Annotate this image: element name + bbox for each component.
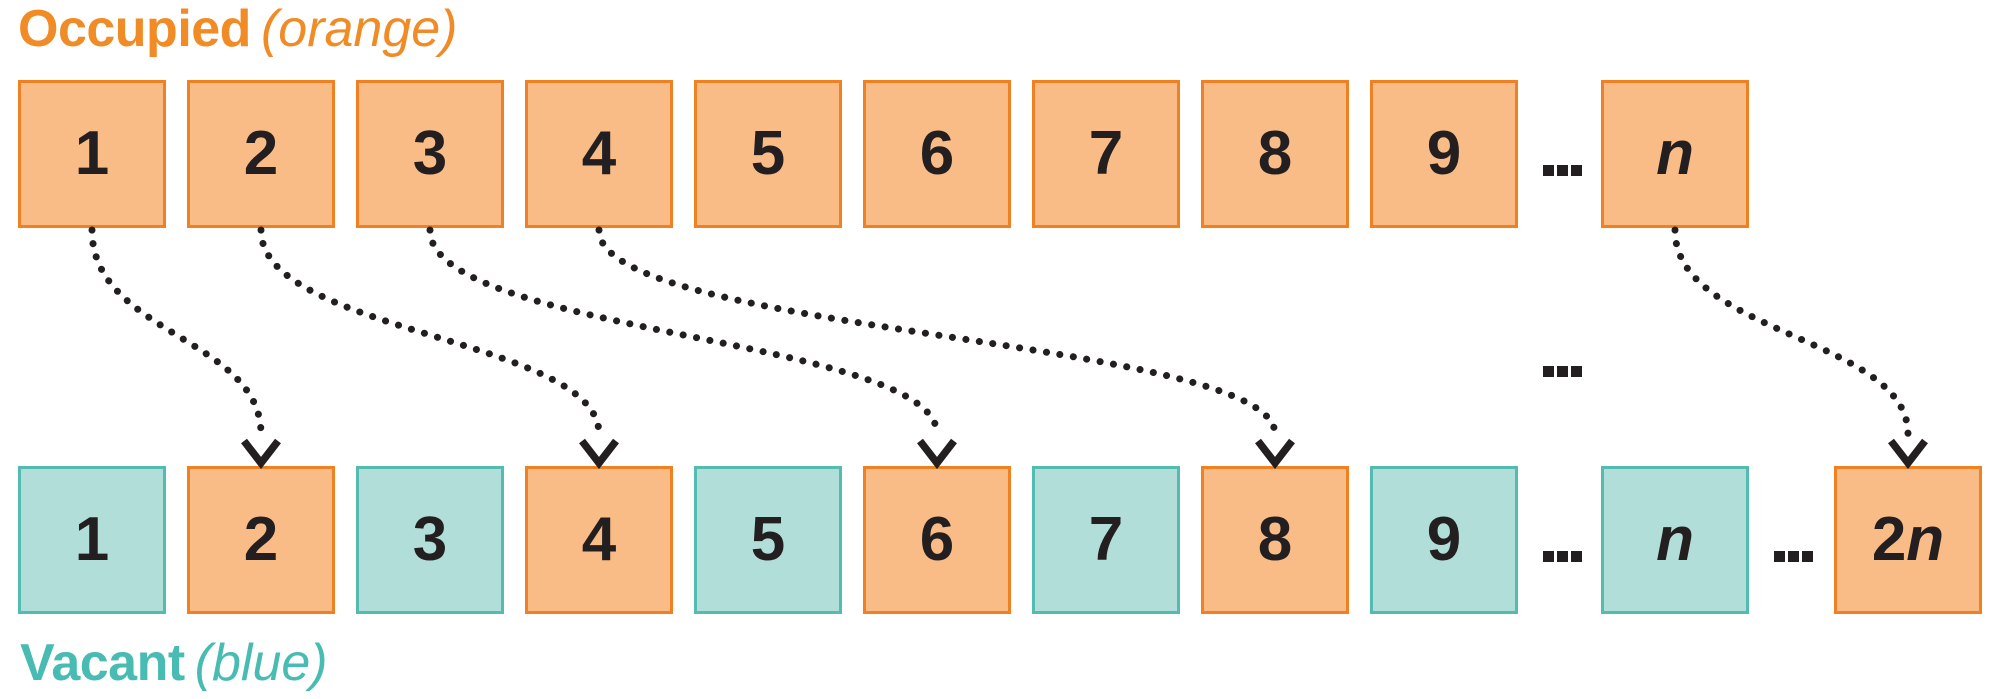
vacant-row-box-3: 3 <box>356 466 504 614</box>
vacant-row-box-6: 6 <box>863 466 1011 614</box>
vacant-row-box-label: 8 <box>1257 505 1293 574</box>
dotted-curve <box>1671 226 1912 438</box>
mapping-arrow <box>88 226 281 470</box>
ellipsis-dot <box>1543 165 1554 176</box>
vacant-row-box-label: 2 <box>243 505 279 574</box>
occupied-row-box-8: 8 <box>1201 80 1349 228</box>
dotted-curve <box>88 226 265 438</box>
arrowhead-chevron-icon <box>579 438 619 470</box>
occupied-row-box-label: 8 <box>1257 119 1293 188</box>
vacant-row-box-label: 2 <box>1871 505 1907 574</box>
ellipsis-dot <box>1571 165 1582 176</box>
mapping-arrow <box>257 226 619 470</box>
vacant-row-box-label: 1 <box>74 505 110 574</box>
vacant-row-box-1: 1 <box>18 466 166 614</box>
vacant-label: Vacant(blue) <box>20 636 328 691</box>
ellipsis-dot <box>1571 551 1582 562</box>
vacant-label-italic: (blue) <box>194 634 328 692</box>
vacant-row-box-label: n <box>1906 505 1945 574</box>
occupied-row-box-label: 2 <box>243 119 279 188</box>
vacant-row-box-7: 7 <box>1032 466 1180 614</box>
vacant-row-box-8: 8 <box>1201 466 1349 614</box>
mapping-arrow <box>1671 226 1928 470</box>
occupied-row-box-5: 5 <box>694 80 842 228</box>
mapping-arrow <box>595 226 1295 470</box>
occupied-row-box-label: 9 <box>1426 119 1462 188</box>
arrowhead-chevron-icon <box>1255 438 1295 470</box>
vacant-row-ellipsis <box>1774 551 1813 562</box>
occupied-row-box-label: 6 <box>919 119 955 188</box>
arrowhead-chevron-icon <box>1888 438 1928 470</box>
arrowhead-chevron-icon <box>917 438 957 470</box>
occupied-row-box-1: 1 <box>18 80 166 228</box>
vacant-row-box-4: 4 <box>525 466 673 614</box>
ellipsis-dot <box>1557 551 1568 562</box>
occupied-row-box-label: 3 <box>412 119 448 188</box>
ellipsis-dot <box>1774 551 1785 562</box>
dotted-curve <box>595 226 1279 438</box>
between-rows-ellipsis <box>1543 366 1582 377</box>
arrowhead-chevron-icon <box>241 438 281 470</box>
ellipsis-dot <box>1543 551 1554 562</box>
occupied-row-box-7: 7 <box>1032 80 1180 228</box>
occupied-row-box-label: 7 <box>1088 119 1124 188</box>
vacant-row-box-label: 4 <box>581 505 617 574</box>
vacant-label-bold: Vacant <box>20 634 185 692</box>
vacant-row-box-n: n <box>1601 466 1749 614</box>
vacant-row-box-label: 6 <box>919 505 955 574</box>
ellipsis-dot <box>1788 551 1799 562</box>
vacant-row-box-label: 9 <box>1426 505 1462 574</box>
vacant-row-box-5: 5 <box>694 466 842 614</box>
occupied-row-box-label: 1 <box>74 119 110 188</box>
occupied-row-box-4: 4 <box>525 80 673 228</box>
vacant-row-box-9: 9 <box>1370 466 1518 614</box>
vacant-row-box-label: 7 <box>1088 505 1124 574</box>
mapping-arrow <box>426 226 957 470</box>
occupied-label: Occupied(orange) <box>18 2 458 57</box>
vacant-row-box-2: 2 <box>187 466 335 614</box>
vacant-row-box-label: 3 <box>412 505 448 574</box>
occupied-label-bold: Occupied <box>18 0 251 58</box>
occupied-label-italic: (orange) <box>260 0 458 58</box>
vacant-row-box-label: 5 <box>750 505 786 574</box>
dotted-curve <box>257 226 603 438</box>
ellipsis-dot <box>1543 366 1554 377</box>
ellipsis-dot <box>1557 366 1568 377</box>
occupied-row-ellipsis <box>1543 165 1582 176</box>
ellipsis-dot <box>1571 366 1582 377</box>
occupied-row-box-label: 5 <box>750 119 786 188</box>
occupied-row-box-9: 9 <box>1370 80 1518 228</box>
occupied-row-box-2: 2 <box>187 80 335 228</box>
occupied-row-box-6: 6 <box>863 80 1011 228</box>
dotted-curve <box>426 226 941 438</box>
vacant-row-ellipsis <box>1543 551 1582 562</box>
ellipsis-dot <box>1557 165 1568 176</box>
occupied-row-box-label: n <box>1656 119 1694 188</box>
vacant-row-box-label: n <box>1656 505 1694 574</box>
occupied-row-box-label: 4 <box>581 119 617 188</box>
ellipsis-dot <box>1802 551 1813 562</box>
